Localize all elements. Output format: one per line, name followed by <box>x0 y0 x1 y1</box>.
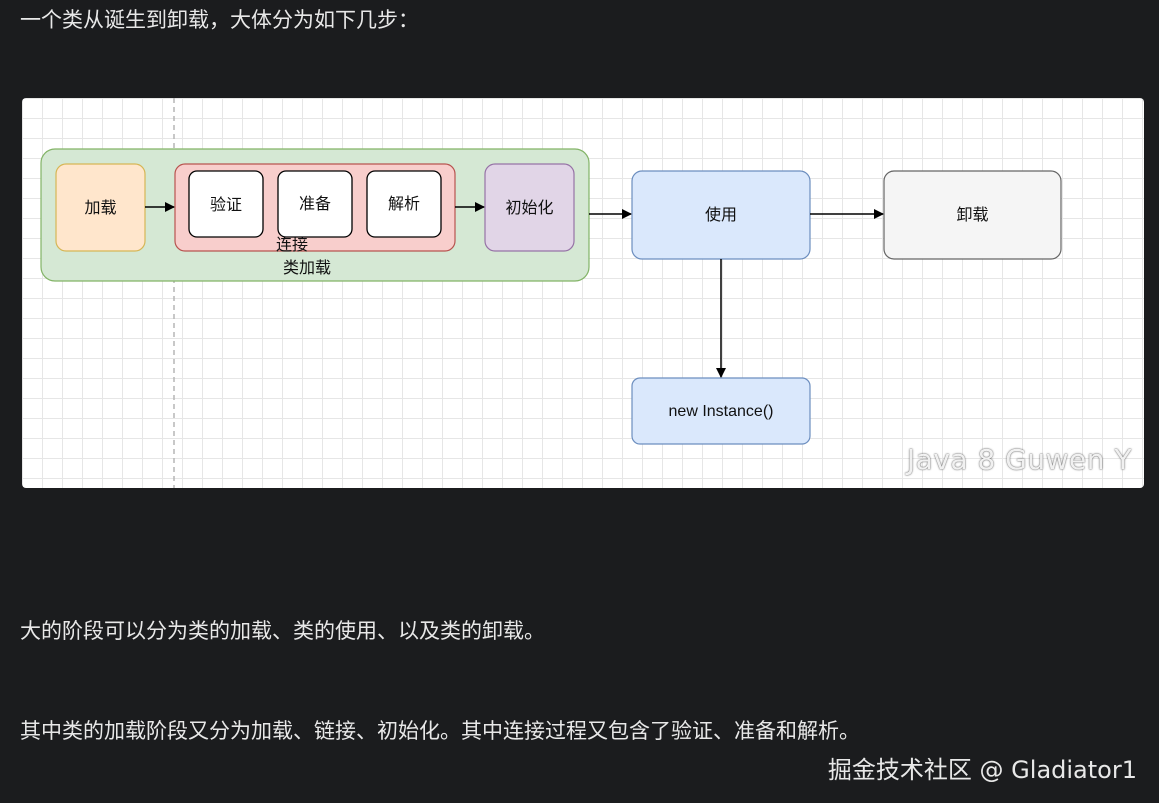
loading-stages-paragraph: 其中类的加载阶段又分为加载、链接、初始化。其中连接过程又包含了验证、准备和解析。 <box>20 719 860 743</box>
use-label: 使用 <box>705 205 737 224</box>
site-watermark: 掘金技术社区 @ Gladiator1 <box>827 756 1137 784</box>
resolve-label: 解析 <box>388 194 420 213</box>
class-loading-label: 类加载 <box>283 258 331 277</box>
new-instance-label: new Instance() <box>669 403 774 420</box>
init-label: 初始化 <box>505 198 553 217</box>
class-lifecycle-diagram: 类加载 加载 连接 验证 准备 解析 初始化 使用 卸载 <box>22 98 1144 488</box>
stages-paragraph: 大的阶段可以分为类的加载、类的使用、以及类的卸载。 <box>20 619 545 643</box>
init-node <box>484 163 575 252</box>
verify-node <box>188 170 264 238</box>
unload-label: 卸载 <box>956 205 988 224</box>
prepare-label: 准备 <box>299 194 331 213</box>
verify-label: 验证 <box>210 195 242 214</box>
prepare-node <box>277 170 353 238</box>
resolve-node <box>366 170 442 238</box>
new-instance-node <box>631 377 811 445</box>
unload-node <box>883 170 1062 260</box>
link-label: 连接 <box>276 235 308 254</box>
intro-text: 一个类从诞生到卸载，大体分为如下几步： <box>20 8 419 32</box>
load-label: 加载 <box>84 198 116 217</box>
diagram-canvas: 类加载 加载 连接 验证 准备 解析 初始化 使用 卸载 <box>40 98 1062 488</box>
image-watermark: Java 8 Guwen Y <box>906 443 1132 476</box>
